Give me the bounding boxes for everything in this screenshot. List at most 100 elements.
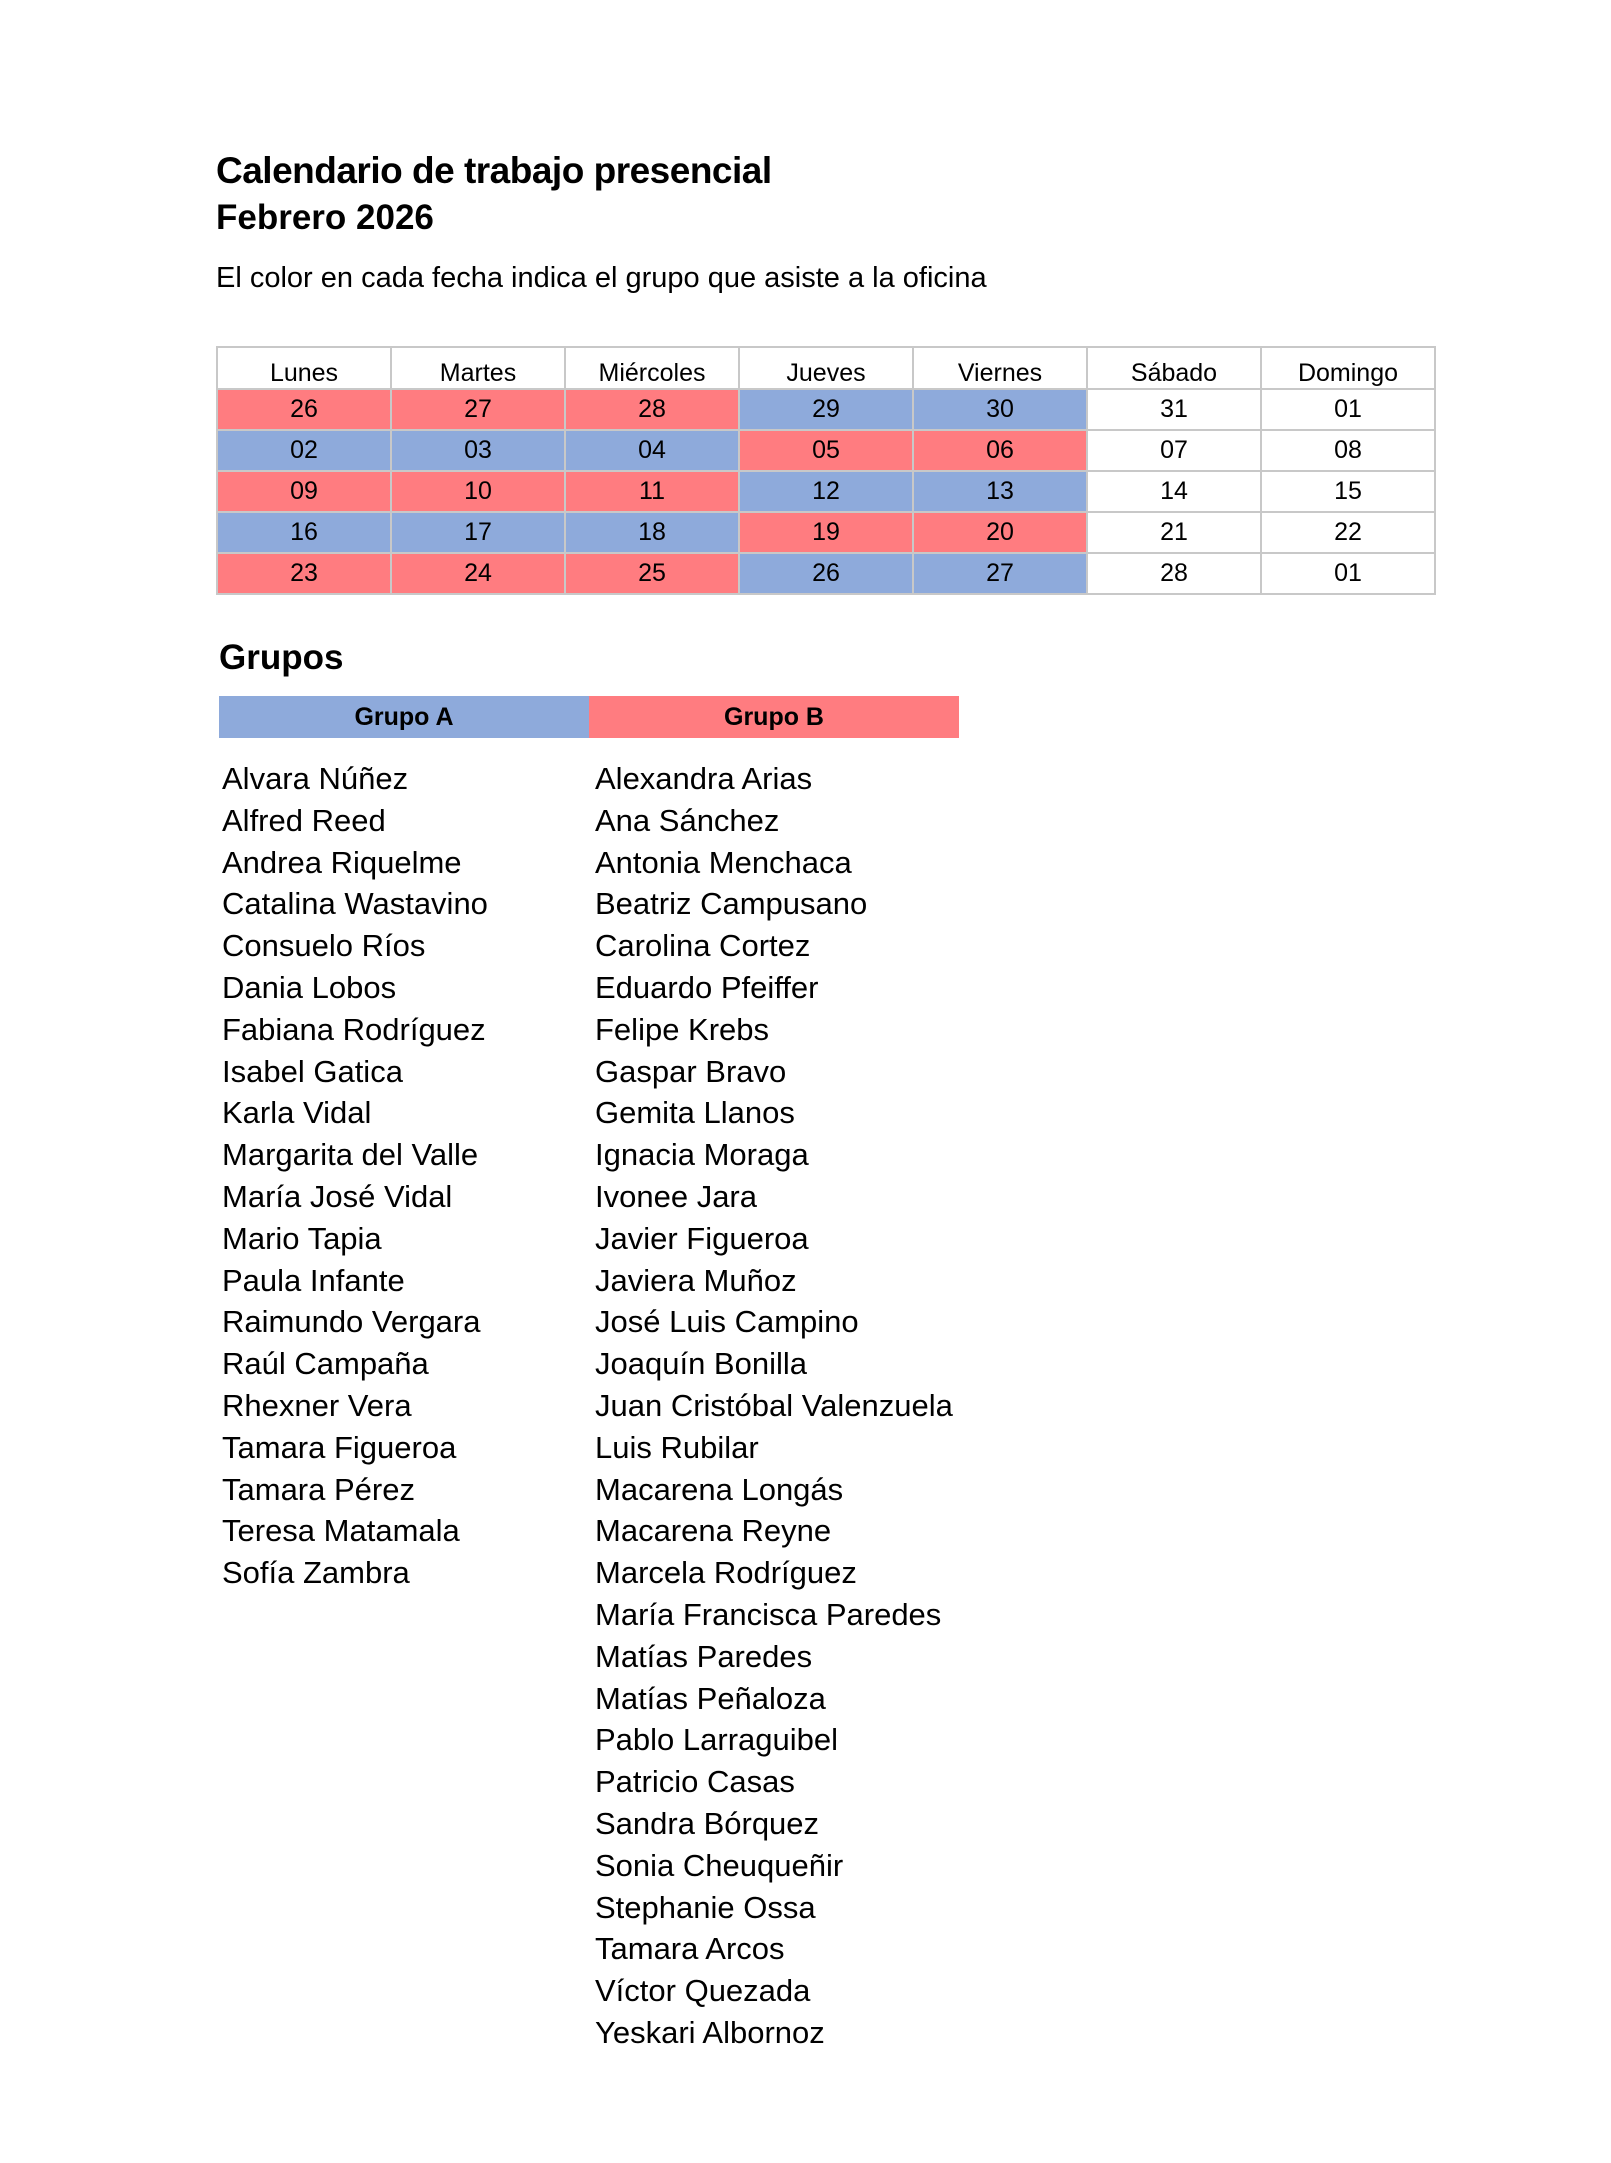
group-b-member: Víctor Quezada <box>595 1973 811 2009</box>
group-b-member: Alexandra Arias <box>595 761 813 796</box>
group-a-member: Margarita del Valle <box>222 1137 479 1173</box>
group-a-member: Catalina Wastavino <box>222 886 488 922</box>
calendar-day-cell: 28 <box>1086 552 1262 595</box>
calendar-day-cell: 01 <box>1260 552 1436 595</box>
page-description: El color en cada fecha indica el grupo q… <box>216 262 987 294</box>
calendar-day-cell: 24 <box>390 552 566 595</box>
calendar-day-cell: 27 <box>912 552 1088 595</box>
calendar-day-cell: 29 <box>738 388 914 431</box>
day-header-jueves: Jueves <box>738 346 914 390</box>
day-header-miercoles: Miércoles <box>564 346 740 390</box>
calendar-day-cell: 23 <box>216 552 392 595</box>
calendar-table: Lunes Martes Miércoles Jueves Viernes Sá… <box>216 346 1436 595</box>
group-a-member: Alfred Reed <box>222 802 386 838</box>
group-a-member: Mario Tapia <box>222 1220 382 1256</box>
group-b-member: Macarena Longás <box>595 1471 844 1507</box>
group-b-member: Gaspar Bravo <box>595 1053 787 1089</box>
calendar-day-cell: 28 <box>564 388 740 431</box>
group-a-member: Paula Infante <box>222 1262 405 1298</box>
group-a-member: Tamara Figueroa <box>222 1429 457 1465</box>
day-header-martes: Martes <box>390 346 566 390</box>
group-b-member: Sonia Cheuqueñir <box>595 1847 844 1883</box>
calendar-day-cell: 26 <box>738 552 914 595</box>
group-a-member: Sofía Zambra <box>222 1555 410 1591</box>
calendar-day-cell: 04 <box>564 429 740 472</box>
group-b-member: Ignacia Moraga <box>595 1137 809 1173</box>
page-subtitle: Febrero 2026 <box>216 198 434 237</box>
calendar-day-cell: 13 <box>912 470 1088 513</box>
calendar-day-cell: 02 <box>216 429 392 472</box>
calendar-day-cell: 07 <box>1086 429 1262 472</box>
calendar-day-cell: 22 <box>1260 511 1436 554</box>
group-b-member: Eduardo Pfeiffer <box>595 969 819 1005</box>
group-a-member: Consuelo Ríos <box>222 928 426 964</box>
group-a-member: Alvara Núñez <box>222 761 409 796</box>
calendar-day-cell: 25 <box>564 552 740 595</box>
group-b-member: Felipe Krebs <box>595 1011 770 1047</box>
group-b-member: Ivonee Jara <box>595 1178 757 1214</box>
group-a-member: Rhexner Vera <box>222 1387 412 1423</box>
calendar-day-cell: 15 <box>1260 470 1436 513</box>
group-a-member: María José Vidal <box>222 1178 453 1214</box>
calendar-day-cell: 17 <box>390 511 566 554</box>
group-a-header: Grupo A <box>219 696 589 738</box>
group-b-header: Grupo B <box>589 696 959 738</box>
group-b-member: Gemita Llanos <box>595 1095 795 1131</box>
group-b-member: Beatriz Campusano <box>595 886 868 922</box>
calendar-day-cell: 16 <box>216 511 392 554</box>
calendar-day-cell: 08 <box>1260 429 1436 472</box>
calendar-day-cell: 27 <box>390 388 566 431</box>
group-b-member: Pablo Larraguibel <box>595 1722 839 1758</box>
calendar-day-cell: 05 <box>738 429 914 472</box>
group-b-member: Antonia Menchaca <box>595 844 852 880</box>
group-a-member: Andrea Riquelme <box>222 844 462 880</box>
group-a-member: Raimundo Vergara <box>222 1304 481 1340</box>
group-b-member: Yeskari Albornoz <box>595 2014 825 2050</box>
group-b-member: Macarena Reyne <box>595 1513 832 1549</box>
calendar-header-row: Lunes Martes Miércoles Jueves Viernes Sá… <box>216 346 1436 390</box>
group-b-member: Carolina Cortez <box>595 928 811 964</box>
group-b-member: Luis Rubilar <box>595 1429 759 1465</box>
group-b-member: Ana Sánchez <box>595 802 780 838</box>
group-a-member: Karla Vidal <box>222 1095 372 1131</box>
day-header-domingo: Domingo <box>1260 346 1436 390</box>
group-b-member: Matías Paredes <box>595 1638 813 1674</box>
group-a-member: Raúl Campaña <box>222 1346 429 1382</box>
group-b-member: María Francisca Paredes <box>595 1596 942 1632</box>
group-b-member: Patricio Casas <box>595 1764 795 1800</box>
day-header-lunes: Lunes <box>216 346 392 390</box>
group-b-member: Tamara Arcos <box>595 1931 785 1967</box>
group-b-member: Javier Figueroa <box>595 1220 809 1256</box>
group-b-member: Marcela Rodríguez <box>595 1555 857 1591</box>
group-b-member: Sandra Bórquez <box>595 1805 820 1841</box>
group-b-member: José Luis Campino <box>595 1304 859 1340</box>
calendar-day-cell: 21 <box>1086 511 1262 554</box>
calendar-day-cell: 19 <box>738 511 914 554</box>
group-b-member: Matías Peñaloza <box>595 1680 826 1716</box>
day-header-sabado: Sábado <box>1086 346 1262 390</box>
calendar-day-cell: 31 <box>1086 388 1262 431</box>
group-b-member: Javiera Muñoz <box>595 1262 797 1298</box>
calendar-day-cell: 11 <box>564 470 740 513</box>
groups-heading: Grupos <box>219 638 344 677</box>
calendar-day-cell: 18 <box>564 511 740 554</box>
calendar-day-cell: 26 <box>216 388 392 431</box>
group-b-member: Juan Cristóbal Valenzuela <box>595 1387 953 1423</box>
day-header-viernes: Viernes <box>912 346 1088 390</box>
calendar-day-cell: 10 <box>390 470 566 513</box>
calendar-day-cell: 03 <box>390 429 566 472</box>
calendar-day-cell: 09 <box>216 470 392 513</box>
calendar-day-cell: 30 <box>912 388 1088 431</box>
group-a-member: Isabel Gatica <box>222 1053 403 1089</box>
calendar-day-cell: 20 <box>912 511 1088 554</box>
calendar-day-cell: 01 <box>1260 388 1436 431</box>
